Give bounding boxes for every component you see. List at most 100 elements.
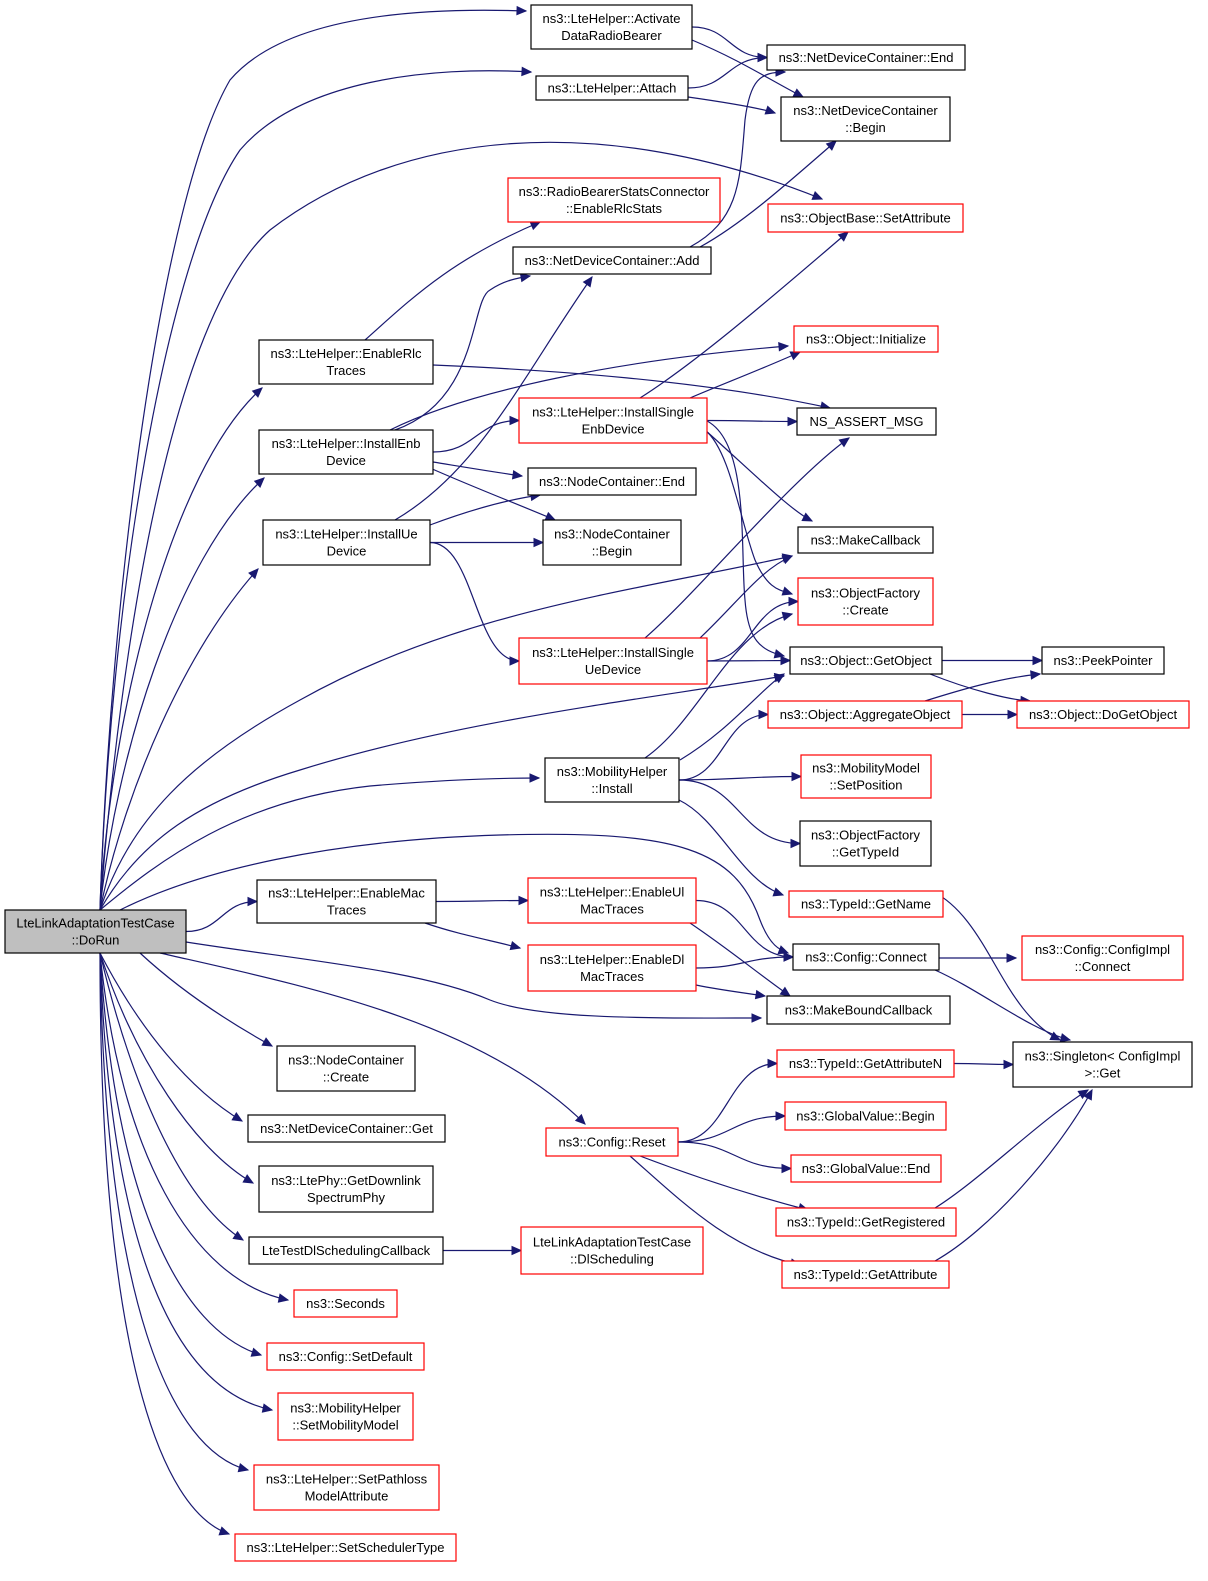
node-box[interactable]	[542, 519, 682, 566]
node-box[interactable]	[800, 754, 932, 799]
node-n4[interactable]: ns3::NetDeviceContainer::Begin	[780, 96, 951, 142]
node-box[interactable]	[253, 1464, 440, 1511]
node-n41[interactable]: ns3::TypeId::GetRegistered	[775, 1207, 957, 1237]
node-n26[interactable]: ns3::TypeId::GetName	[788, 890, 944, 918]
node-box[interactable]	[796, 407, 937, 436]
node-n35[interactable]: ns3::Singleton< ConfigImpl >::Get	[1012, 1041, 1193, 1088]
node-box[interactable]	[293, 1289, 398, 1318]
node-box[interactable]	[527, 877, 697, 924]
node-n22[interactable]: ns3::Object::DoGetObject	[1016, 700, 1190, 729]
node-n16[interactable]: ns3::MakeCallback	[797, 526, 934, 554]
node-n29[interactable]: ns3::Config::Connect	[792, 943, 940, 971]
node-box[interactable]	[766, 995, 951, 1025]
node-box[interactable]	[527, 467, 697, 496]
node-box[interactable]	[767, 700, 963, 729]
node-box[interactable]	[1021, 935, 1184, 981]
node-box[interactable]	[797, 526, 934, 554]
node-n23[interactable]: ns3::MobilityHelper::Install	[544, 757, 680, 803]
node-n20[interactable]: ns3::PeekPointer	[1041, 646, 1165, 675]
node-box[interactable]	[775, 1207, 957, 1237]
node-box[interactable]	[527, 944, 697, 992]
node-box[interactable]	[507, 177, 721, 223]
node-n39[interactable]: ns3::GlobalValue::End	[790, 1154, 942, 1183]
node-n3[interactable]: ns3::NetDeviceContainer::End	[766, 44, 966, 71]
node-box[interactable]	[234, 1533, 457, 1562]
node-box[interactable]	[266, 1342, 425, 1371]
node-box[interactable]	[799, 820, 932, 867]
node-n7[interactable]: ns3::NetDeviceContainer::Add	[512, 246, 712, 275]
node-box[interactable]	[788, 890, 944, 918]
node-box[interactable]	[248, 1236, 444, 1265]
node-box[interactable]	[792, 943, 940, 971]
node-box[interactable]	[776, 1049, 955, 1078]
node-box[interactable]	[790, 1154, 942, 1183]
node-box[interactable]	[277, 1392, 414, 1441]
node-box[interactable]	[247, 1114, 446, 1143]
node-box[interactable]	[781, 1260, 950, 1289]
node-box[interactable]	[793, 325, 939, 353]
node-n48[interactable]: ns3::LteHelper::SetPathlossModelAttribut…	[253, 1464, 440, 1511]
node-n17[interactable]: ns3::ObjectFactory::Create	[797, 577, 934, 626]
node-n24[interactable]: ns3::MobilityModel::SetPosition	[800, 754, 932, 799]
node-box[interactable]	[784, 1101, 947, 1131]
node-box[interactable]	[520, 1226, 704, 1275]
node-n2[interactable]: ns3::LteHelper::Attach	[535, 75, 689, 101]
node-n19[interactable]: ns3::Object::GetObject	[789, 646, 943, 675]
node-n11[interactable]: NS_ASSERT_MSG	[796, 407, 937, 436]
node-box[interactable]	[767, 203, 964, 233]
node-box[interactable]	[262, 519, 431, 566]
node-n25[interactable]: ns3::ObjectFactory::GetTypeId	[799, 820, 932, 867]
root-node-box[interactable]	[4, 909, 187, 954]
node-box[interactable]	[545, 1127, 679, 1157]
node-box[interactable]	[1016, 700, 1190, 729]
node-box[interactable]	[258, 429, 434, 475]
node-n46[interactable]: ns3::Config::SetDefault	[266, 1342, 425, 1371]
node-box[interactable]	[530, 4, 693, 50]
node-n32[interactable]: ns3::MakeBoundCallback	[766, 995, 951, 1025]
node-box[interactable]	[258, 339, 434, 385]
node-box[interactable]	[797, 577, 934, 626]
node-box[interactable]	[789, 646, 943, 675]
node-n38[interactable]: ns3::Config::Reset	[545, 1127, 679, 1157]
node-n42[interactable]: LteTestDlSchedulingCallback	[248, 1236, 444, 1265]
node-box[interactable]	[780, 96, 951, 142]
node-n44[interactable]: ns3::TypeId::GetAttribute	[781, 1260, 950, 1289]
node-n45[interactable]: ns3::Seconds	[293, 1289, 398, 1318]
node-n13[interactable]: ns3::NodeContainer::End	[527, 467, 697, 496]
node-n5[interactable]: ns3::RadioBearerStatsConnector::EnableRl…	[507, 177, 721, 223]
node-n47[interactable]: ns3::MobilityHelper::SetMobilityModel	[277, 1392, 414, 1441]
node-box[interactable]	[518, 637, 708, 685]
node-box[interactable]	[518, 397, 708, 444]
node-n6[interactable]: ns3::ObjectBase::SetAttribute	[767, 203, 964, 233]
node-box[interactable]	[544, 757, 680, 803]
node-n0[interactable]: LteLinkAdaptationTestCase::DoRun	[4, 909, 187, 954]
node-box[interactable]	[766, 44, 966, 71]
node-n9[interactable]: ns3::Object::Initialize	[793, 325, 939, 353]
node-n43[interactable]: LteLinkAdaptationTestCase::DlScheduling	[520, 1226, 704, 1275]
node-box[interactable]	[512, 246, 712, 275]
node-n34[interactable]: ns3::TypeId::GetAttributeN	[776, 1049, 955, 1078]
node-box[interactable]	[258, 1165, 434, 1213]
node-n21[interactable]: ns3::Object::AggregateObject	[767, 700, 963, 729]
node-n33[interactable]: ns3::NodeContainer::Create	[276, 1045, 416, 1092]
node-n49[interactable]: ns3::LteHelper::SetSchedulerType	[234, 1533, 457, 1562]
node-n36[interactable]: ns3::NetDeviceContainer::Get	[247, 1114, 446, 1143]
node-box[interactable]	[256, 879, 437, 924]
node-n37[interactable]: ns3::GlobalValue::Begin	[784, 1101, 947, 1131]
node-box[interactable]	[276, 1045, 416, 1092]
node-n15[interactable]: ns3::NodeContainer::Begin	[542, 519, 682, 566]
node-box[interactable]	[1041, 646, 1165, 675]
node-n30[interactable]: ns3::Config::ConfigImpl::Connect	[1021, 935, 1184, 981]
node-box[interactable]	[1012, 1041, 1193, 1088]
node-box[interactable]	[535, 75, 689, 101]
